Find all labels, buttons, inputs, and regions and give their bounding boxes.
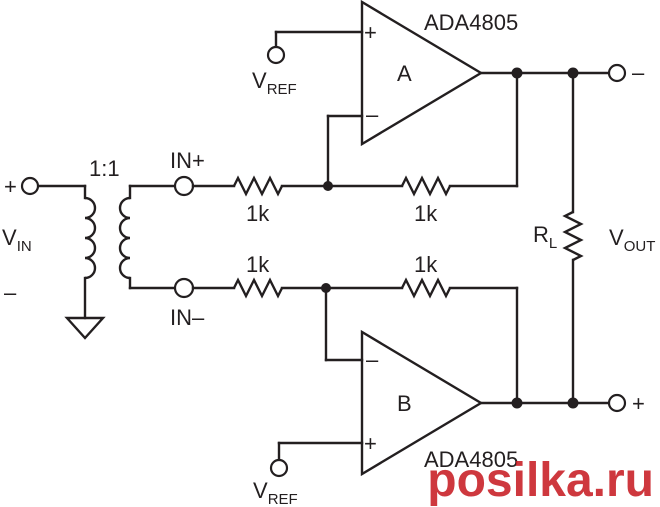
load-resistor — [562, 210, 584, 262]
resistor-top-input-value: 1k — [246, 201, 270, 226]
transformer-secondary-circuit — [118, 184, 176, 290]
vin-label: VIN — [2, 225, 32, 255]
opamp-b — [269, 329, 484, 478]
resistor-top-input — [232, 175, 284, 197]
top-summing-node — [323, 181, 333, 191]
opamp-a-plus-input: + — [364, 20, 377, 45]
transformer-ratio-label: 1:1 — [89, 156, 120, 181]
vout-minus-terminal[interactable] — [607, 63, 627, 83]
load-bottom-node — [567, 397, 579, 409]
vout-minus-sign: – — [632, 60, 645, 85]
transformer-primary-circuit — [36, 184, 106, 340]
in-plus-terminal[interactable] — [173, 175, 195, 197]
vref-bottom-label: VREF — [253, 478, 298, 507]
vref-bottom-terminal[interactable] — [269, 458, 289, 478]
ground-symbol — [64, 316, 106, 340]
vref-top-terminal[interactable] — [266, 45, 286, 65]
output-b-node — [511, 397, 523, 409]
vout-label: VOUT — [609, 225, 655, 255]
opamp-b-minus-input: – — [366, 347, 379, 372]
resistor-top-feedback-value: 1k — [414, 201, 438, 226]
vin-minus-sign: – — [4, 280, 17, 305]
opamp-a-minus-input: – — [366, 102, 379, 127]
load-top-node — [567, 67, 579, 79]
load-resistor-label: RL — [533, 222, 557, 252]
resistor-bottom-input — [232, 277, 284, 299]
resistor-bottom-feedback — [400, 277, 452, 299]
opamp-b-plus-input: + — [364, 431, 377, 456]
vin-plus-terminal[interactable] — [20, 176, 40, 196]
in-minus-terminal[interactable] — [173, 277, 195, 299]
bottom-signal-path — [191, 277, 519, 405]
vref-top-label: VREF — [252, 68, 297, 98]
vout-plus-sign: + — [632, 391, 645, 416]
output-section — [479, 67, 611, 409]
vout-plus-terminal[interactable] — [607, 393, 627, 413]
in-minus-label: IN– — [170, 305, 205, 330]
opamp-a-name: A — [397, 61, 412, 86]
opamp-b-part-number: ADA4805 — [424, 447, 518, 472]
watermark: posilka.ru — [427, 454, 654, 507]
opamp-b-name: B — [397, 391, 412, 416]
vin-plus-sign: + — [4, 174, 17, 199]
resistor-bottom-feedback-value: 1k — [414, 252, 438, 277]
resistor-top-feedback — [400, 175, 452, 197]
resistor-bottom-input-value: 1k — [246, 252, 270, 277]
opamp-a-part-number: ADA4805 — [424, 10, 518, 35]
top-signal-path — [191, 71, 519, 197]
output-a-node — [511, 67, 523, 79]
opamp-a — [266, 0, 484, 147]
bottom-summing-node — [321, 283, 331, 293]
in-plus-label: IN+ — [170, 148, 205, 173]
